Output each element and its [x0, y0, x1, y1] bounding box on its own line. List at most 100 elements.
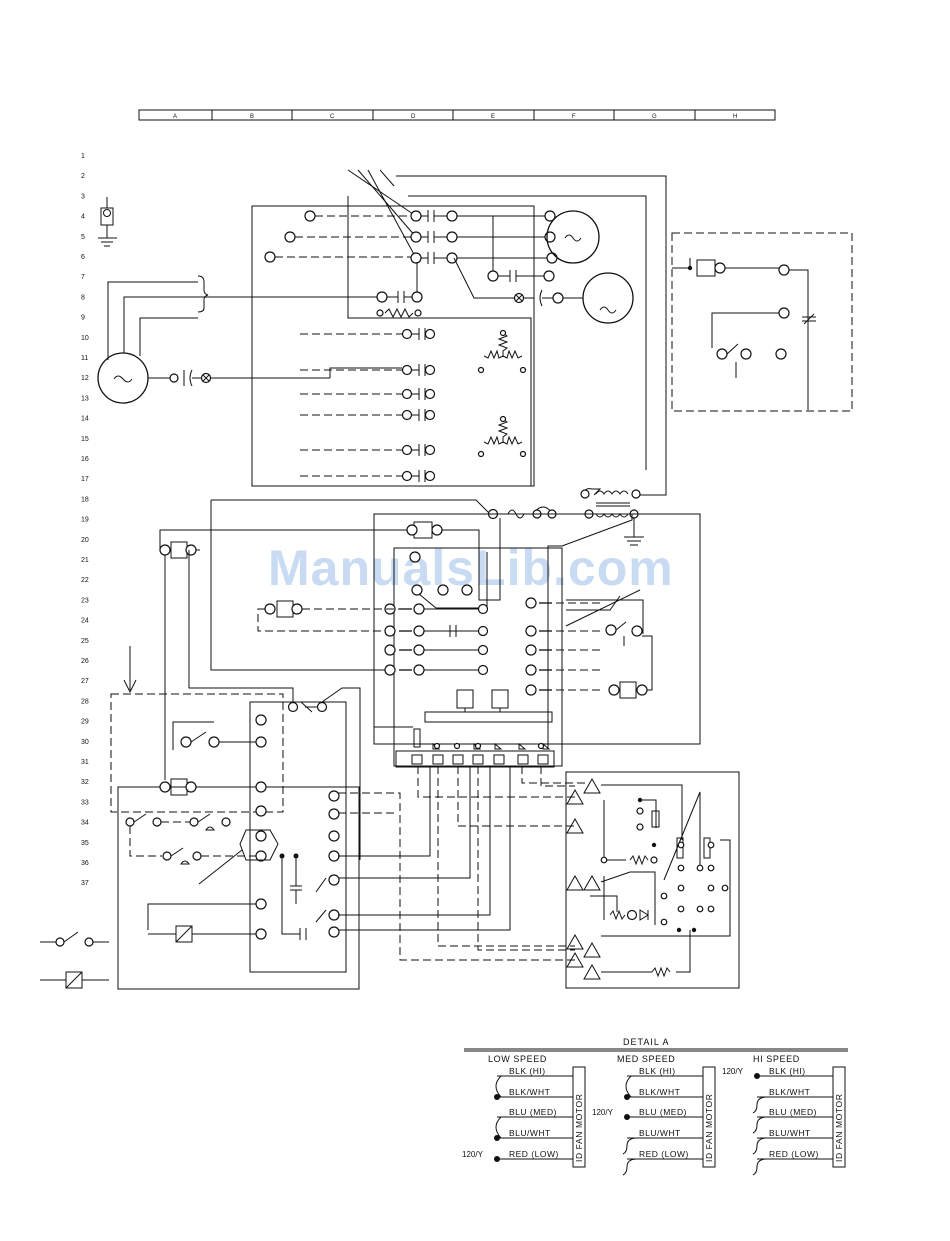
board-terminal	[525, 597, 537, 609]
capped-lead	[752, 1137, 768, 1155]
board-terminal	[384, 625, 396, 637]
ground-icon	[98, 197, 117, 247]
row-number-column: 1234567891011121314151617181920212223242…	[81, 153, 89, 887]
capped-lead	[752, 1116, 768, 1134]
accessory-box	[671, 232, 853, 412]
connector-triangle	[566, 817, 584, 834]
row-number: 37	[81, 880, 89, 887]
module-terminal	[677, 841, 685, 849]
row-number: 15	[81, 436, 89, 443]
terminal	[255, 928, 267, 940]
module-terminal	[660, 892, 668, 900]
board-pin	[493, 754, 505, 765]
contact-terminal	[401, 444, 413, 456]
lead-label: BLU/WHT	[509, 1128, 551, 1138]
row-number: 14	[81, 416, 89, 423]
lead-label: BLU/WHT	[639, 1128, 681, 1138]
board-pin-marker	[518, 742, 527, 750]
panel-heading: MED SPEED	[617, 1054, 675, 1064]
module-terminal	[707, 841, 715, 849]
row-number: 27	[81, 678, 89, 685]
splice-node	[494, 1135, 500, 1141]
control-board	[159, 513, 701, 768]
contact-terminal	[424, 388, 436, 400]
panel-heading: LOW SPEED	[488, 1054, 547, 1064]
module-terminal	[677, 884, 685, 892]
supply-node	[754, 1073, 760, 1079]
connector-triangle	[583, 963, 601, 980]
row-number: 34	[81, 820, 89, 827]
module-terminal	[707, 884, 715, 892]
connector-triangle	[583, 941, 601, 958]
row-number: 10	[81, 335, 89, 342]
grid-column-label: A	[173, 114, 177, 120]
row-number: 12	[81, 375, 89, 382]
splice-node	[494, 1094, 500, 1100]
board-pin	[517, 754, 529, 765]
row-number: 4	[81, 214, 85, 221]
board-pin-marker	[494, 742, 503, 750]
grid-column-label: D	[411, 114, 416, 120]
lead-label: BLK (HI)	[509, 1066, 546, 1076]
transformer	[580, 488, 644, 546]
outdoor-fan-leads	[107, 275, 330, 387]
row-number: 8	[81, 294, 85, 301]
module-terminal	[707, 905, 715, 913]
supply-label: 120/Y	[722, 1067, 744, 1076]
module-terminal	[677, 905, 685, 913]
row-number: 17	[81, 476, 89, 483]
panel-heading: HI SPEED	[753, 1054, 800, 1064]
row-number: 18	[81, 496, 89, 503]
terminal	[328, 926, 340, 938]
lead-label: BLK/WHT	[509, 1087, 550, 1097]
jumper	[495, 1116, 502, 1139]
capped-lead	[752, 1158, 768, 1176]
switch-icon	[40, 931, 109, 947]
contact-terminal	[401, 388, 413, 400]
row-number: 9	[81, 315, 85, 322]
row-number: 19	[81, 517, 89, 524]
capped-lead	[752, 1096, 768, 1114]
row-number: 3	[81, 193, 85, 200]
jumper	[625, 1075, 632, 1098]
lower-right-module	[565, 771, 740, 989]
board-pin	[432, 754, 444, 765]
board-pin	[411, 754, 423, 765]
grid-column-label: G	[652, 114, 657, 120]
connector-triangle	[583, 777, 601, 794]
connector-triangle	[566, 788, 584, 805]
row-number: 22	[81, 577, 89, 584]
row-number: 13	[81, 395, 89, 402]
terminal	[255, 830, 267, 842]
motor-label: ID FAN MOTOR	[574, 1094, 584, 1162]
motor-label: ID FAN MOTOR	[704, 1094, 714, 1162]
contact-terminal	[401, 328, 413, 340]
splice-node	[624, 1094, 630, 1100]
jumper	[495, 1075, 502, 1098]
row-number: 25	[81, 638, 89, 645]
row-number: 6	[81, 254, 85, 261]
terminal	[328, 808, 340, 820]
board-terminal	[413, 625, 425, 637]
terminal	[328, 874, 340, 886]
motor-label: ID FAN MOTOR	[834, 1094, 844, 1162]
module-terminal	[696, 905, 704, 913]
row-number: 21	[81, 557, 89, 564]
lead-label: BLU (MED)	[509, 1107, 557, 1117]
contact-terminal	[424, 470, 436, 482]
row-number: 1	[81, 153, 85, 160]
row-number: 31	[81, 759, 89, 766]
row-number: 7	[81, 274, 85, 281]
lead-label: BLK/WHT	[639, 1087, 680, 1097]
connector-triangle	[566, 933, 584, 950]
terminal	[328, 909, 340, 921]
row-number: 16	[81, 456, 89, 463]
board-pin	[472, 754, 484, 765]
lead-label: RED (LOW)	[509, 1149, 559, 1159]
connector-triangle	[566, 951, 584, 968]
contact-terminal	[401, 470, 413, 482]
board-terminal	[413, 664, 425, 676]
row-number: 35	[81, 840, 89, 847]
contact-terminal	[424, 444, 436, 456]
